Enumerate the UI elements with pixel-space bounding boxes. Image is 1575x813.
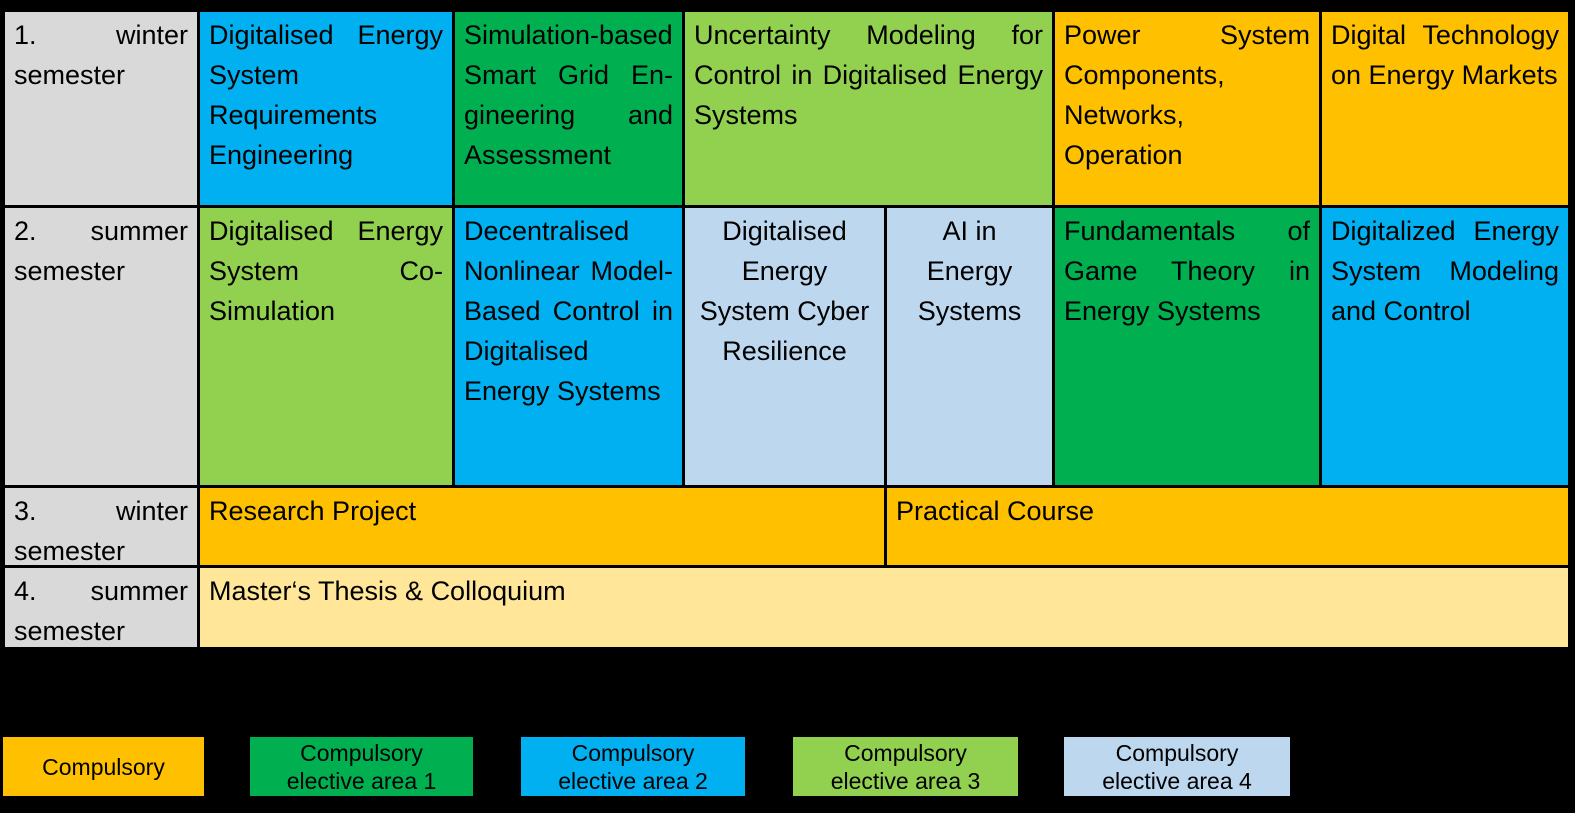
legend-elective-area-3: Compulsory elective area 3	[793, 737, 1018, 796]
semester-line-1: 1. winter	[14, 15, 188, 55]
course-cell-modeling-control: Digitalized Energy System Modeling and C…	[1322, 208, 1568, 485]
course-title: Uncertainty Modeling for Control in Digi…	[694, 20, 1043, 130]
course-cell-practical-course: Practical Course	[887, 488, 1568, 565]
legend-elective-area-4: Compulsory elective area 4	[1064, 737, 1290, 796]
semester-line-2: semester	[14, 60, 126, 90]
legend-label-line1: Compulsory	[300, 739, 423, 766]
semester-cell-4: 4. summer semester	[5, 568, 197, 647]
course-title: Decentralised Nonlinear Model-Based Cont…	[464, 216, 673, 406]
semester-line-2: semester	[14, 616, 126, 646]
semester-cell-3: 3. winter semester	[5, 488, 197, 565]
course-cell-game-theory: Fundamentals of Game Theory in Energy Sy…	[1055, 208, 1319, 485]
legend-label: Compulsory	[42, 753, 165, 780]
semester-season: winter	[115, 496, 188, 526]
legend-label-line1: Compulsory	[844, 739, 967, 766]
semester-number: 2.	[14, 216, 37, 246]
legend-compulsory: Compulsory	[3, 737, 204, 796]
course-cell-masters-thesis: Master‘s Thesis & Colloquium	[200, 568, 1568, 647]
course-cell-smart-grid-engineering: Simulation-based Smart Grid En­gineering…	[455, 12, 682, 205]
semester-line-2: semester	[14, 536, 126, 565]
legend-label-line1: Compulsory	[1115, 739, 1239, 766]
course-cell-co-simulation: Digitalised Energy System Co-Simulation	[200, 208, 452, 485]
course-cell-power-system-components: Power System Components, Networks, Opera…	[1055, 12, 1319, 205]
curriculum-table: 1. winter semester Digitalised Energy Sy…	[5, 12, 1568, 647]
legend-label-line2: elective area 4	[1102, 767, 1252, 794]
semester-season: summer	[90, 576, 188, 606]
course-cell-decentralised-control: Decentralised Nonlinear Model-Based Cont…	[455, 208, 682, 485]
course-title: Practical Course	[896, 496, 1095, 526]
semester-cell-1: 1. winter semester	[5, 12, 197, 205]
course-cell-research-project: Research Project	[200, 488, 884, 565]
course-title: Digitalised Energy System Co-Simulation	[209, 216, 443, 326]
course-title: Digitalised Energy System Cyber Resilien…	[699, 216, 870, 366]
course-cell-digital-technology-markets: Digital Technology on Energy Markets	[1322, 12, 1568, 205]
course-cell-uncertainty-modeling: Uncertainty Modeling for Control in Digi…	[685, 12, 1052, 205]
semester-season: summer	[90, 216, 188, 246]
semester-number: 1.	[14, 20, 37, 50]
legend: Compulsory Compulsory elective area 1 Co…	[0, 651, 1575, 813]
course-cell-ai-energy-systems: AI in Energy Systems	[887, 208, 1052, 485]
legend-label-line2: elective area 3	[830, 767, 981, 794]
semester-line-1: 4. summer	[14, 571, 188, 611]
course-cell-cyber-resilience: Digitalised Energy System Cyber Resilien…	[685, 208, 884, 485]
course-cell-requirements-engineering: Digitalised Energy System Requirements E…	[200, 12, 452, 205]
semester-line-1: 2. summer	[14, 211, 188, 251]
legend-elective-area-1: Compulsory elective area 1	[250, 737, 473, 796]
course-title: Simulation-based Smart Grid En­gineering…	[464, 20, 673, 170]
course-title: AI in Energy Systems	[917, 216, 1022, 326]
legend-elective-area-2: Compulsory elective area 2	[521, 737, 745, 796]
legend-label-line1: Compulsory	[571, 739, 695, 766]
course-title: Digitalized Energy System Modeling and C…	[1331, 216, 1559, 326]
course-title: Digitalised Energy System Requirements E…	[209, 20, 443, 170]
semester-number: 4.	[14, 576, 37, 606]
semester-number: 3.	[14, 496, 37, 526]
course-title: Power System Components, Networks, Opera…	[1064, 20, 1310, 170]
semester-season: winter	[115, 20, 188, 50]
course-title: Master‘s Thesis & Colloquium	[209, 576, 566, 606]
legend-label-line2: elective area 2	[558, 767, 708, 794]
semester-line-1: 3. winter	[14, 491, 188, 531]
semester-line-2: semester	[14, 256, 126, 286]
course-title: Fundamentals of Game Theory in Energy Sy…	[1064, 216, 1310, 326]
legend-label-line2: elective area 1	[286, 767, 437, 794]
course-title: Digital Technology on Energy Markets	[1331, 20, 1559, 90]
semester-cell-2: 2. summer semester	[5, 208, 197, 485]
course-title: Research Project	[209, 496, 417, 526]
